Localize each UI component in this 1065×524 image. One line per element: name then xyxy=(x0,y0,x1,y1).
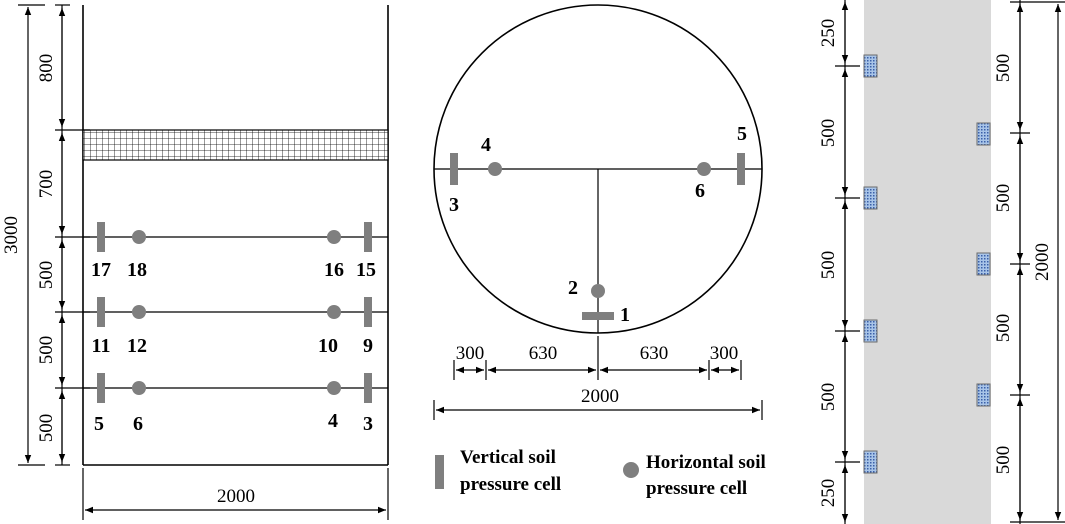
dimension-label: 500 xyxy=(818,251,839,280)
middle-panel: 3 4 6 5 2 1 300 630 630 300 2000 xyxy=(433,4,766,499)
dimension-chain-horizontal: 300 630 630 300 xyxy=(453,336,742,380)
dimension-label: 630 xyxy=(529,343,558,364)
dimension-label: 250 xyxy=(818,19,839,48)
dimension-label: 250 xyxy=(818,479,839,508)
pressure-pad xyxy=(976,383,991,407)
vertical-pressure-cell xyxy=(97,297,105,327)
vertical-pressure-cell xyxy=(97,373,105,403)
horizontal-pressure-cell xyxy=(132,305,146,319)
cell-label: 12 xyxy=(127,335,147,357)
dimension-label: 500 xyxy=(818,119,839,148)
pressure-pad xyxy=(976,122,991,146)
horizontal-pressure-cell xyxy=(327,381,341,395)
dimension-label: 500 xyxy=(36,261,57,290)
pressure-pad xyxy=(863,186,878,210)
cell-label: 6 xyxy=(133,413,143,435)
dimension-label: 700 xyxy=(36,170,57,199)
pressure-pad xyxy=(976,252,991,276)
dimension-label: 500 xyxy=(993,54,1014,83)
vertical-pressure-cell-3 xyxy=(450,153,458,185)
dimension-label: 500 xyxy=(993,446,1014,475)
dimension-total-height: 3000 xyxy=(1,4,45,466)
dimension-total-width: 2000 xyxy=(433,386,763,420)
cell-label: 10 xyxy=(318,335,338,357)
dimension-label: 2000 xyxy=(1032,243,1053,281)
cell-label: 3 xyxy=(363,413,373,435)
right-panel: 250 500 500 500 250 500 500 500 500 2000 xyxy=(818,0,1065,524)
horizontal-pressure-cell xyxy=(132,230,146,244)
legend-horizontal-label-1: Horizontal soil xyxy=(646,452,766,473)
legend-vertical-cell-icon xyxy=(435,455,444,489)
horizontal-pressure-cell-4 xyxy=(488,162,502,176)
cell-label: 16 xyxy=(324,259,344,281)
vertical-pressure-cell-1 xyxy=(582,312,614,320)
dimension-label: 2000 xyxy=(581,386,619,407)
legend-vertical-label-1: Vertical soil xyxy=(460,447,556,468)
legend-horizontal-label-2: pressure cell xyxy=(646,478,747,499)
vertical-pressure-cell xyxy=(364,373,372,403)
dimension-label: 500 xyxy=(36,336,57,365)
cell-label: 15 xyxy=(356,259,376,281)
dimension-label: 500 xyxy=(993,314,1014,343)
vertical-pressure-cell xyxy=(97,222,105,252)
cell-label: 11 xyxy=(92,335,111,357)
dimension-label: 2000 xyxy=(217,486,255,507)
geogrid-mesh-layer xyxy=(82,129,389,161)
cell-label: 4 xyxy=(328,410,338,432)
cell-row-1: 17 18 16 15 xyxy=(83,222,388,281)
dimension-label: 800 xyxy=(36,54,57,83)
gray-strip xyxy=(864,0,991,524)
cell-label: 9 xyxy=(363,335,373,357)
cell-label-6: 6 xyxy=(695,180,705,202)
pressure-pad xyxy=(863,54,878,78)
right-dimension-chain-right: 500 500 500 500 2000 xyxy=(993,0,1065,524)
vertical-pressure-cell-5 xyxy=(737,153,745,185)
pressure-pad xyxy=(863,450,878,474)
dimension-label: 500 xyxy=(36,414,57,443)
dimension-label: 300 xyxy=(710,343,739,364)
dimension-label: 630 xyxy=(640,343,669,364)
dimension-label: 300 xyxy=(456,343,485,364)
horizontal-pressure-cell-6 xyxy=(697,162,711,176)
cell-label: 5 xyxy=(94,413,104,435)
horizontal-pressure-cell xyxy=(327,230,341,244)
cell-label: 17 xyxy=(91,259,111,281)
legend-horizontal-cell-icon xyxy=(623,462,639,478)
horizontal-pressure-cell xyxy=(327,305,341,319)
horizontal-pressure-cell xyxy=(132,381,146,395)
vertical-pressure-cell xyxy=(364,222,372,252)
cell-label-1: 1 xyxy=(620,304,630,326)
legend-vertical-label-2: pressure cell xyxy=(460,474,561,495)
cell-row-2: 11 12 10 9 xyxy=(83,297,388,357)
right-dimension-chain-left: 250 500 500 500 250 xyxy=(818,0,860,524)
dimension-chain-vertical: 800 700 500 500 500 xyxy=(36,4,90,466)
cell-row-3: 5 6 4 3 xyxy=(83,373,388,435)
dimension-bottom-width: 2000 xyxy=(82,468,389,520)
cell-label-3: 3 xyxy=(449,194,459,216)
dimension-label: 3000 xyxy=(1,216,22,254)
left-panel: 17 18 16 15 11 12 10 9 5 6 4 3 xyxy=(1,4,389,520)
cell-label: 18 xyxy=(127,259,147,281)
horizontal-pressure-cell-2 xyxy=(591,284,605,298)
cell-label-2: 2 xyxy=(568,277,578,299)
dimension-label: 500 xyxy=(818,383,839,412)
legend: Vertical soil pressure cell Horizontal s… xyxy=(435,447,766,499)
cell-label-4: 4 xyxy=(481,134,491,156)
dimension-label: 500 xyxy=(993,184,1014,213)
vertical-pressure-cell xyxy=(364,297,372,327)
pressure-pad xyxy=(863,319,878,343)
cell-label-5: 5 xyxy=(737,123,747,145)
